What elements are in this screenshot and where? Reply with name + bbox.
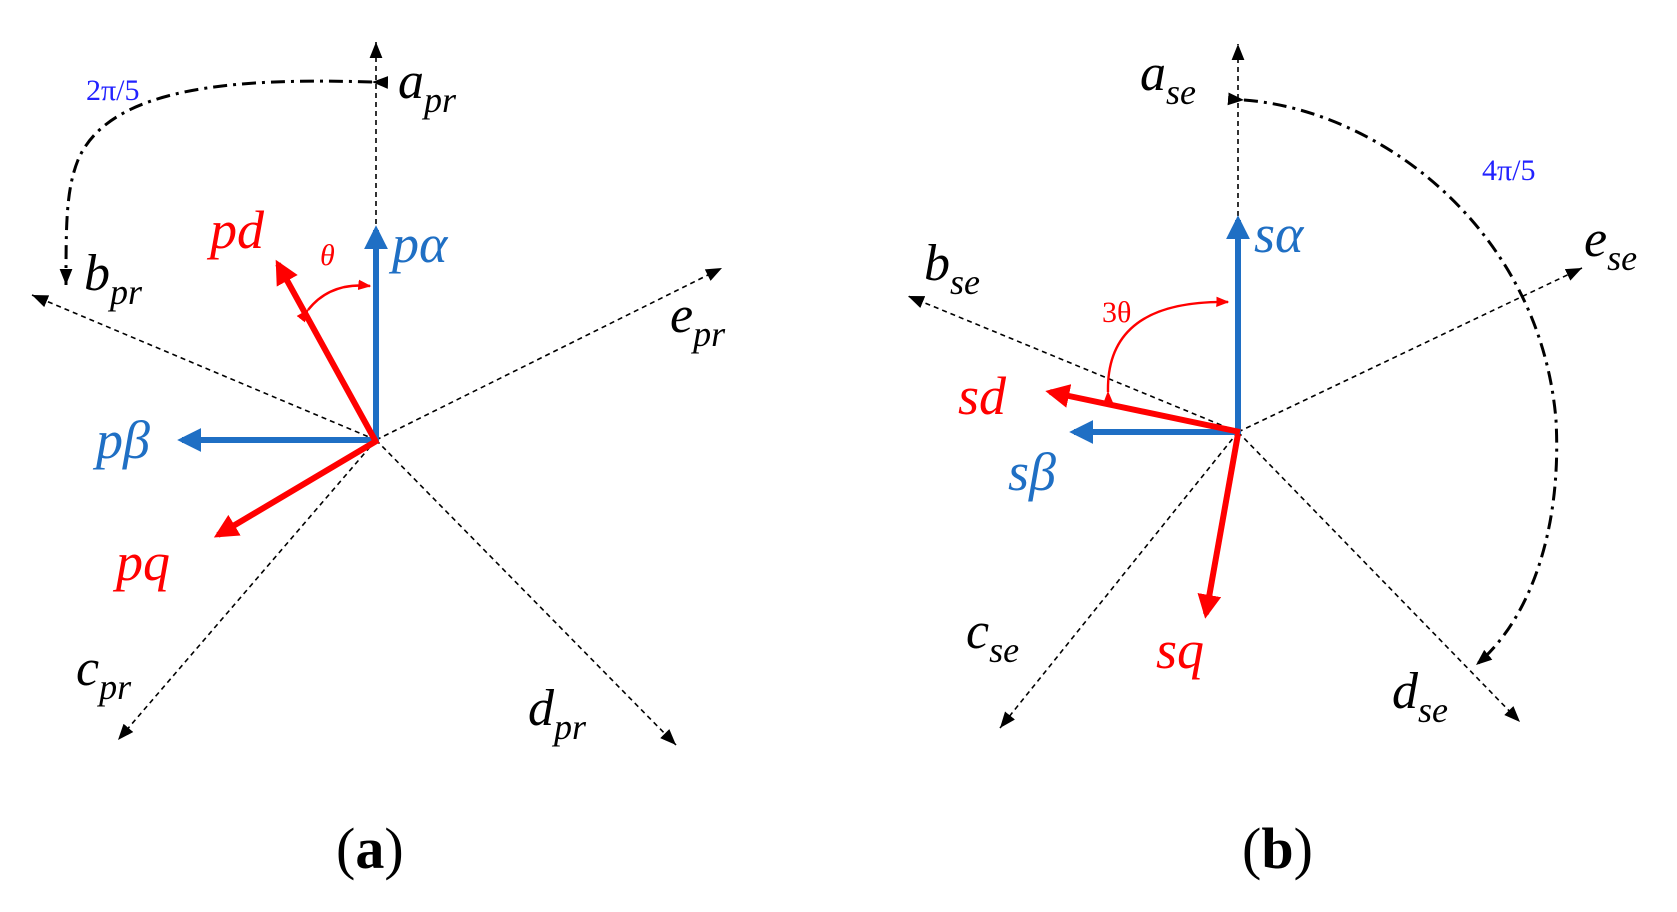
axis-label-d-pr: dpr bbox=[528, 680, 587, 747]
axis-label-a-se: ase bbox=[1140, 45, 1196, 112]
panel-b: ase bse cse dse ese 4π/5 3θ sα sβ sd sq … bbox=[907, 44, 1637, 881]
vector-label-s-alpha: sα bbox=[1254, 204, 1305, 264]
axis-label-e-se: ese bbox=[1584, 211, 1637, 278]
theta-arc-b bbox=[1103, 296, 1230, 404]
axis-d-se bbox=[1237, 431, 1521, 723]
axis-b-se bbox=[907, 295, 1239, 433]
angle-label-b: 3θ bbox=[1102, 296, 1131, 329]
panel-a: apr bpr cpr dpr epr 2π/5 θ pα pβ pd pq (… bbox=[31, 42, 726, 881]
axis-c-se bbox=[999, 431, 1239, 729]
axis-label-d-se: dse bbox=[1392, 663, 1448, 730]
axis-e-se bbox=[1237, 267, 1583, 433]
vector-label-p-beta: pβ bbox=[92, 410, 150, 470]
theta-arc-a bbox=[296, 279, 372, 323]
vector-label-p-q: pq bbox=[112, 532, 170, 592]
vector-s-q bbox=[1197, 433, 1241, 619]
angle-label-a: θ bbox=[320, 239, 335, 272]
axis-b-pr bbox=[31, 294, 377, 441]
span-arc-a bbox=[59, 76, 389, 286]
axis-label-b-se: bse bbox=[924, 235, 980, 302]
vector-label-s-q: sq bbox=[1156, 620, 1204, 680]
axis-label-c-pr: cpr bbox=[76, 640, 132, 707]
axis-c-pr bbox=[117, 439, 377, 741]
caption-a: (a) bbox=[336, 816, 404, 881]
vector-label-s-beta: sβ bbox=[1008, 442, 1056, 502]
axis-label-b-pr: bpr bbox=[84, 245, 143, 312]
axis-e-pr bbox=[375, 267, 723, 441]
vector-label-p-d: pd bbox=[206, 200, 265, 260]
axis-label-c-se: cse bbox=[966, 603, 1019, 670]
vector-p-d bbox=[275, 259, 379, 444]
span-label-a: 2π/5 bbox=[86, 74, 139, 107]
axis-d-pr bbox=[375, 439, 677, 746]
vector-s-d bbox=[1045, 384, 1241, 435]
vector-p-q bbox=[213, 437, 380, 538]
caption-b: (b) bbox=[1242, 816, 1313, 881]
phase-axes-b bbox=[907, 44, 1583, 729]
span-arc-b bbox=[1227, 92, 1559, 667]
axis-label-e-pr: epr bbox=[670, 287, 726, 354]
axis-label-a-pr: apr bbox=[398, 53, 457, 120]
span-label-b: 4π/5 bbox=[1482, 154, 1535, 187]
vector-label-s-d: sd bbox=[958, 366, 1007, 426]
vector-label-p-alpha: pα bbox=[388, 214, 449, 274]
